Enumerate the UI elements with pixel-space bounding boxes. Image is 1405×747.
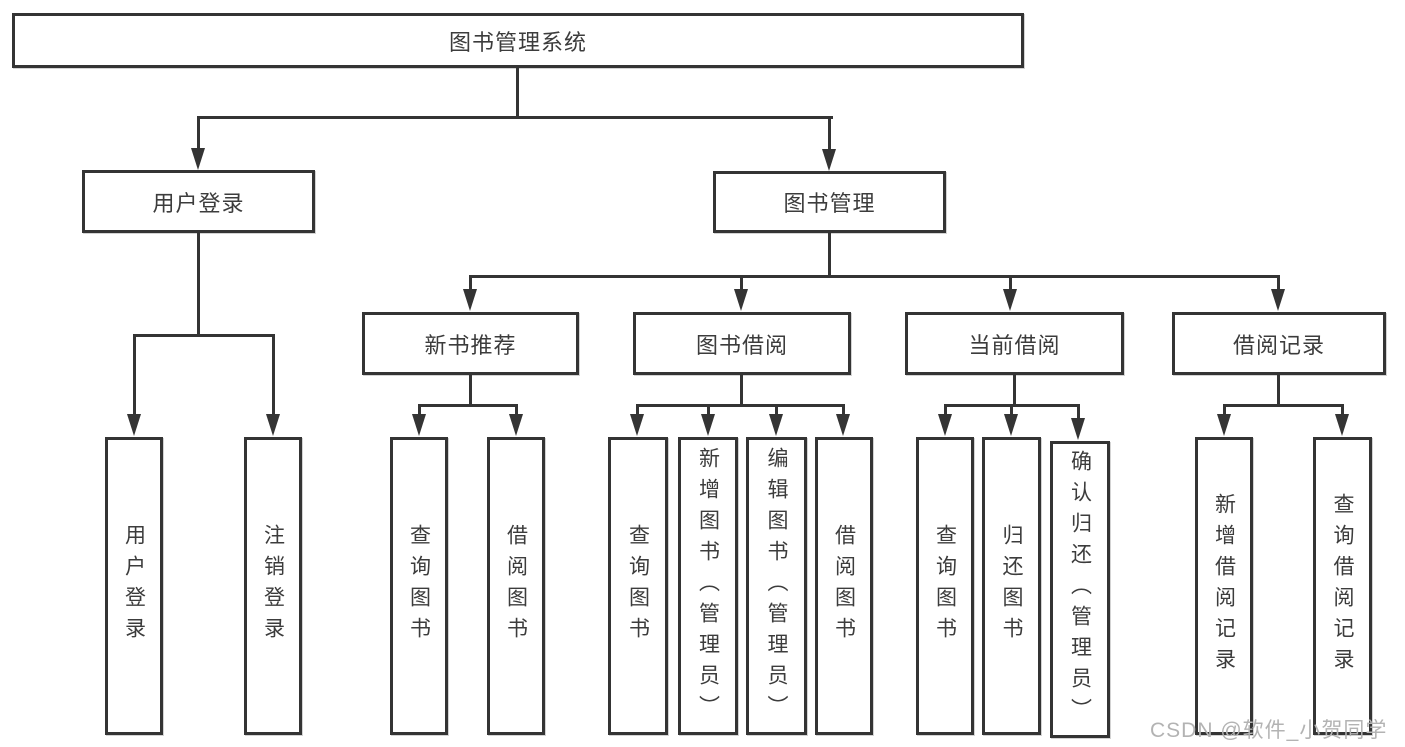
node-book-borrow-label: 图书借阅 [695, 332, 788, 358]
arrowhead-icon [191, 148, 205, 170]
edge-borrow-bar [636, 404, 845, 407]
edge-newbook-drop-2 [515, 404, 518, 416]
arrowhead-icon [630, 414, 644, 436]
edge-borrow-drop-4 [842, 404, 845, 416]
arrowhead-icon [1335, 414, 1349, 436]
arrowhead-icon [266, 414, 280, 436]
leaf-label: 用户登录 [122, 524, 146, 648]
arrowhead-icon [1271, 289, 1285, 311]
arrowhead-icon [822, 149, 836, 171]
edge-root-bar [197, 116, 833, 119]
edge-newbook-bar [418, 404, 518, 407]
node-current-borrow-label: 当前借阅 [968, 332, 1061, 358]
edge-borrow-drop-3 [775, 404, 778, 416]
arrowhead-icon [701, 414, 715, 436]
leaf-borrow-query: 查询图书 [608, 437, 668, 735]
edge-root-drop-left [197, 116, 200, 152]
arrowhead-icon [412, 414, 426, 436]
edge-current-drop-3 [1077, 404, 1080, 419]
edge-manage-bar [469, 275, 1280, 278]
leaf-label: 查询图书 [407, 524, 431, 648]
leaf-current-confirm: 确认归还（管理员） [1050, 441, 1110, 738]
leaf-label: 借阅图书 [504, 524, 528, 648]
edge-record-bar [1223, 404, 1343, 407]
edge-login-bar [133, 334, 275, 337]
edge-newbook-stem [469, 375, 472, 407]
leaf-borrow-edit: 编辑图书（管理员） [746, 437, 807, 735]
arrowhead-icon [509, 414, 523, 436]
edge-record-drop-2 [1341, 404, 1344, 416]
edge-login-drop-2 [272, 334, 275, 416]
edge-current-drop-2 [1010, 404, 1013, 416]
leaf-label: 借阅图书 [832, 524, 856, 648]
edge-login-drop-1 [133, 334, 136, 416]
edge-record-stem [1277, 375, 1280, 407]
leaf-current-return: 归还图书 [982, 437, 1041, 735]
node-borrow-record: 借阅记录 [1172, 312, 1386, 375]
arrowhead-icon [1003, 289, 1017, 311]
leaf-user-login: 用户登录 [105, 437, 163, 735]
arrowhead-icon [463, 289, 477, 311]
leaf-label: 归还图书 [1000, 524, 1023, 648]
edge-current-drop-1 [944, 404, 947, 416]
leaf-label: 新增借阅记录 [1212, 493, 1236, 679]
edge-root-stem [516, 68, 519, 118]
leaf-record-add: 新增借阅记录 [1195, 437, 1253, 735]
node-new-book-label: 新书推荐 [424, 332, 517, 358]
arrowhead-icon [734, 289, 748, 311]
arrowhead-icon [127, 414, 141, 436]
leaf-label: 注销登录 [261, 524, 285, 648]
edge-manage-drop-1 [469, 275, 472, 291]
arrowhead-icon [1004, 414, 1018, 436]
arrowhead-icon [769, 414, 783, 436]
leaf-label: 确认归还（管理员） [1068, 450, 1092, 729]
edge-manage-drop-2 [740, 275, 743, 291]
edge-manage-stem [828, 233, 831, 278]
arrowhead-icon [938, 414, 952, 436]
leaf-current-query: 查询图书 [916, 437, 974, 735]
leaf-borrow-add: 新增图书（管理员） [678, 437, 738, 735]
leaf-label: 编辑图书（管理员） [765, 446, 788, 726]
csdn-watermark: CSDN @软件_小贺同学 [1150, 719, 1388, 742]
leaf-newbook-borrow: 借阅图书 [487, 437, 545, 735]
leaf-label: 查询图书 [933, 524, 957, 648]
node-user-login: 用户登录 [82, 170, 315, 233]
leaf-record-query: 查询借阅记录 [1313, 437, 1372, 735]
node-new-book: 新书推荐 [362, 312, 579, 375]
arrowhead-icon [1071, 418, 1085, 440]
leaf-label: 查询借阅记录 [1331, 493, 1354, 679]
node-root: 图书管理系统 [12, 13, 1024, 68]
edge-manage-drop-3 [1009, 275, 1012, 291]
edge-record-drop-1 [1223, 404, 1226, 416]
edge-root-drop-right [828, 116, 831, 152]
node-book-manage-label: 图书管理 [783, 191, 876, 216]
arrowhead-icon [1217, 414, 1231, 436]
leaf-label: 查询图书 [626, 524, 650, 648]
edge-borrow-drop-2 [707, 404, 710, 416]
node-user-login-label: 用户登录 [152, 190, 245, 216]
edge-login-stem [197, 233, 200, 337]
node-current-borrow: 当前借阅 [905, 312, 1124, 375]
edge-newbook-drop-1 [418, 404, 421, 416]
node-book-manage: 图书管理 [713, 171, 946, 233]
edge-borrow-drop-1 [636, 404, 639, 416]
edge-manage-drop-4 [1277, 275, 1280, 291]
node-borrow-record-label: 借阅记录 [1232, 332, 1325, 358]
leaf-borrow-borrow: 借阅图书 [815, 437, 873, 735]
edge-current-stem [1013, 375, 1016, 407]
node-book-borrow: 图书借阅 [633, 312, 851, 375]
edge-borrow-stem [740, 375, 743, 407]
leaf-label: 新增图书（管理员） [696, 446, 720, 726]
leaf-logout: 注销登录 [244, 437, 302, 735]
node-root-label: 图书管理系统 [448, 29, 587, 55]
arrowhead-icon [836, 414, 850, 436]
leaf-newbook-query: 查询图书 [390, 437, 448, 735]
